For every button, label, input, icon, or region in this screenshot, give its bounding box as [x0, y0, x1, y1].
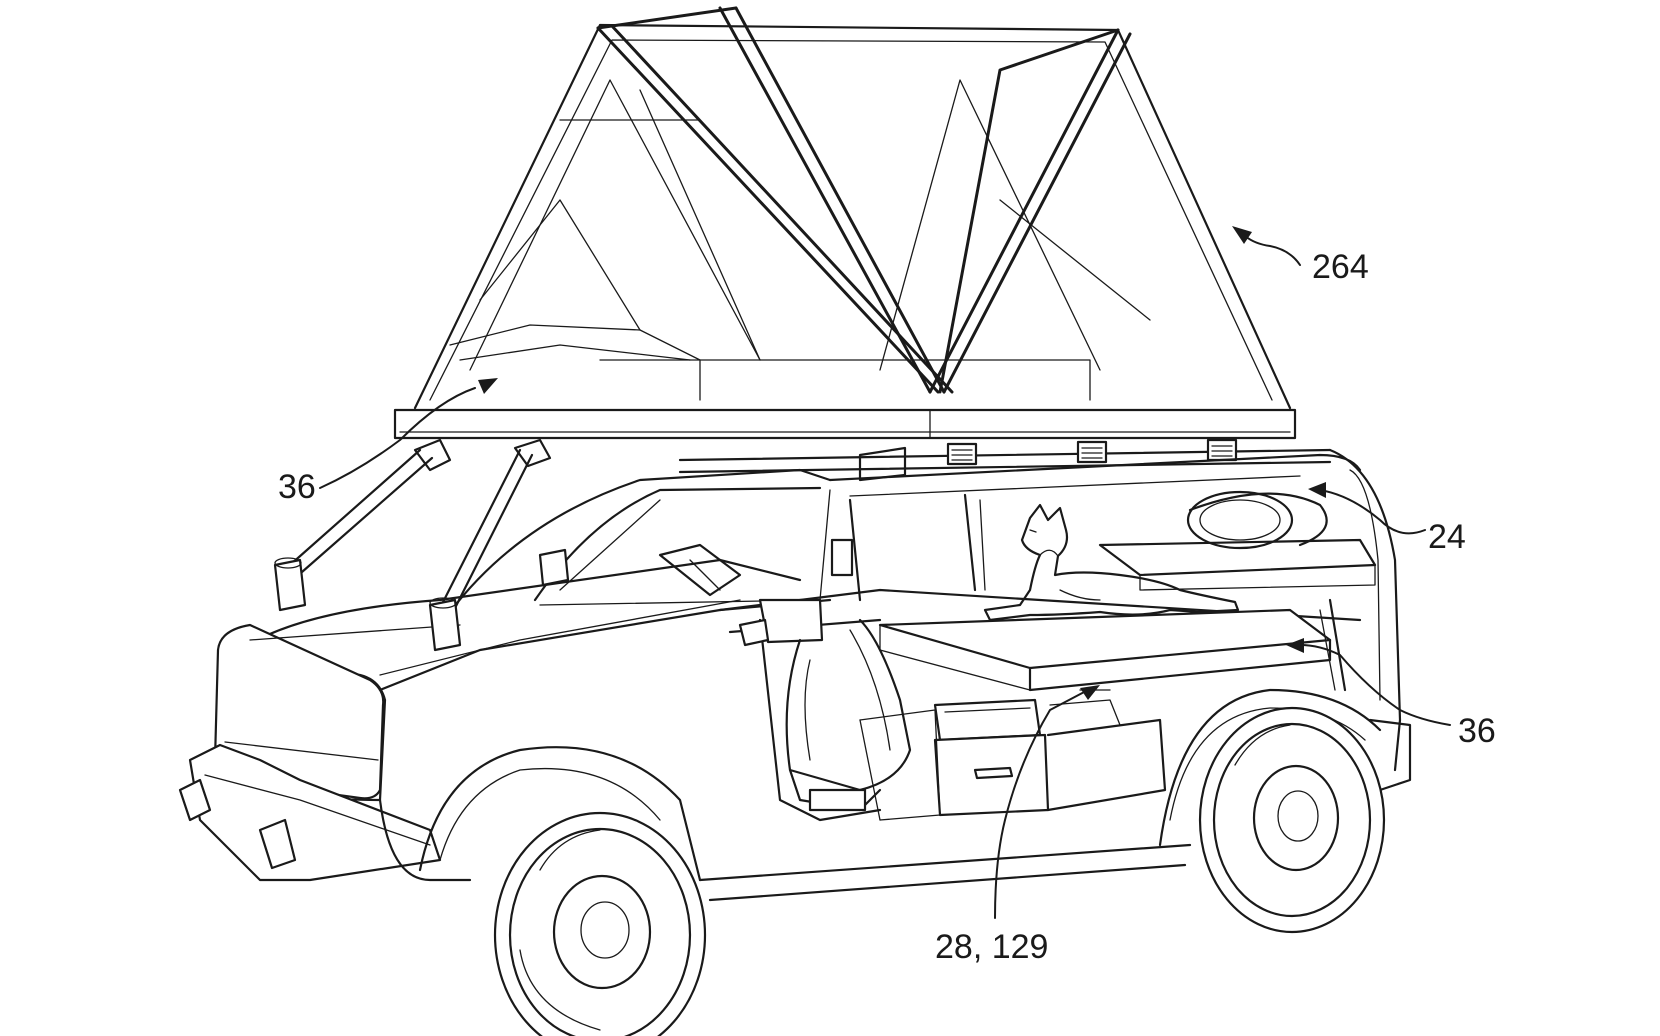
label-rail-left: 36	[278, 468, 316, 506]
storage-drawer	[859, 689, 1167, 821]
dog-illustration	[983, 503, 1240, 622]
label-tent: 264	[1312, 248, 1369, 286]
rear-wheel	[1198, 706, 1386, 934]
hood-lights	[273, 548, 570, 652]
roof-supports	[288, 438, 1332, 620]
reference-leaders	[319, 226, 1451, 919]
rail-vents	[946, 438, 1238, 466]
front-wheel	[493, 811, 707, 1036]
rooftop-tent	[393, 6, 1297, 440]
reference-labels: 264 36 24 36 28, 129	[278, 248, 1496, 966]
vehicle-body	[178, 448, 1412, 902]
label-drawer: 28, 129	[935, 928, 1048, 966]
label-cabin: 24	[1428, 518, 1466, 556]
label-rail-right: 36	[1458, 712, 1496, 750]
